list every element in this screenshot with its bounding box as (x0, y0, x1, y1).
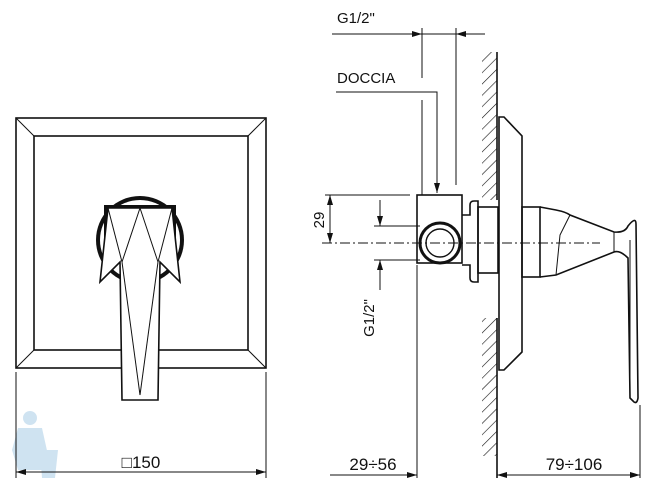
offset-dimension: 29 (311, 212, 328, 229)
wall-hatch-top (482, 52, 497, 200)
wall-depth-dimension: 29÷56 (349, 455, 396, 474)
cover-plate-profile (498, 116, 523, 371)
front-handle (98, 207, 182, 401)
front-width-dimension: □150 (122, 453, 161, 472)
outlet-label-doccia: DOCCIA (337, 70, 395, 87)
front-view: □150 (15, 117, 267, 478)
side-handle (521, 206, 639, 404)
projection-dimension: 79÷106 (546, 455, 603, 474)
watermark-plumber-icon (12, 411, 58, 478)
side-view: G1/2" DOCCIA 29 G1/2" 29÷56 79÷106 (311, 10, 641, 478)
wall-hatch-bottom (482, 318, 497, 456)
thread-side-dimension: G1/2" (361, 299, 378, 337)
thread-top-dimension: G1/2" (337, 10, 375, 27)
